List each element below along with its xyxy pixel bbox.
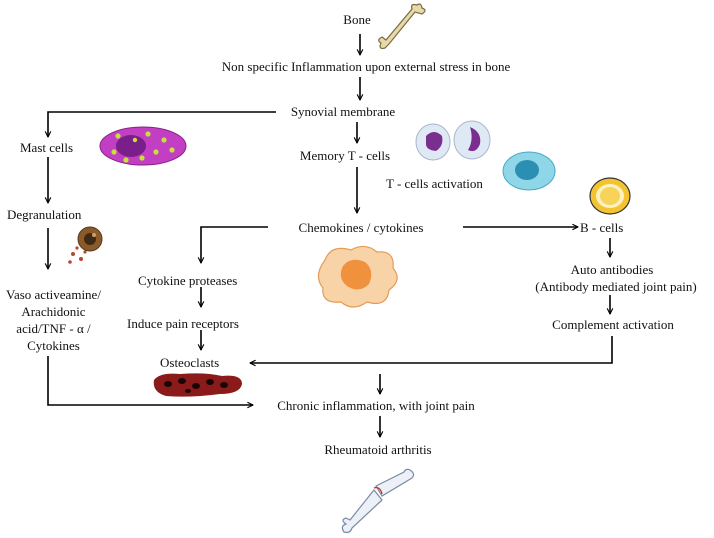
node-bone: Bone [343,12,371,27]
osteoclast-illustration [153,373,242,397]
node-degranulation: Degranulation [7,207,82,222]
arrow-chemokines-to-proteases [201,226,268,263]
activated-t-cell-illustration [502,151,556,191]
macrophage-illustration [317,245,398,308]
memory-t-cell-illustration [415,120,491,161]
node-t-cells-activation: T - cells activation [386,176,483,191]
node-complement-activation: Complement activation [552,317,674,332]
b-cell-illustration [589,177,631,215]
arrow-synovial-to-mast-cells [48,111,276,137]
node-nonspecific-inflammation: Non specific Inflammation upon external … [221,59,511,74]
bone-illustration [378,3,426,50]
node-vaso-activeamine: Vaso activeamine/ Arachidonic acid/TNF -… [6,286,101,354]
arrow-complement-to-osteoclasts [250,336,613,363]
node-chemokines-cytokines: Chemokines / cytokines [298,220,424,235]
vaso-line-4: Cytokines [27,338,80,353]
vaso-line-2: Arachidonic [21,304,86,319]
mast-cell-illustration [99,126,187,166]
vaso-line-3: acid/TNF - α / [16,321,91,336]
node-memory-t-cells: Memory T - cells [299,148,391,163]
node-chronic-inflammation: Chronic inflammation, with joint pain [277,398,475,413]
node-osteoclasts: Osteoclasts [160,355,220,370]
broken-bone-illustration [341,468,415,534]
node-mast-cells: Mast cells [20,140,74,155]
node-auto-antibodies: Auto antibodies [570,262,654,277]
degranulating-cell-illustration [68,226,103,264]
vaso-line-1: Vaso activeamine/ [6,287,101,302]
node-cytokine-proteases: Cytokine proteases [138,273,238,288]
node-synovial-membrane: Synovial membrane [290,104,396,119]
arrow-vaso-to-chronic [47,356,253,405]
node-induce-pain-receptors: Induce pain receptors [127,316,239,331]
node-rheumatoid-arthritis: Rheumatoid arthritis [324,442,432,457]
node-b-cells: B - cells [580,220,624,235]
node-antibody-mediated-joint-pain: (Antibody mediated joint pain) [535,279,697,294]
